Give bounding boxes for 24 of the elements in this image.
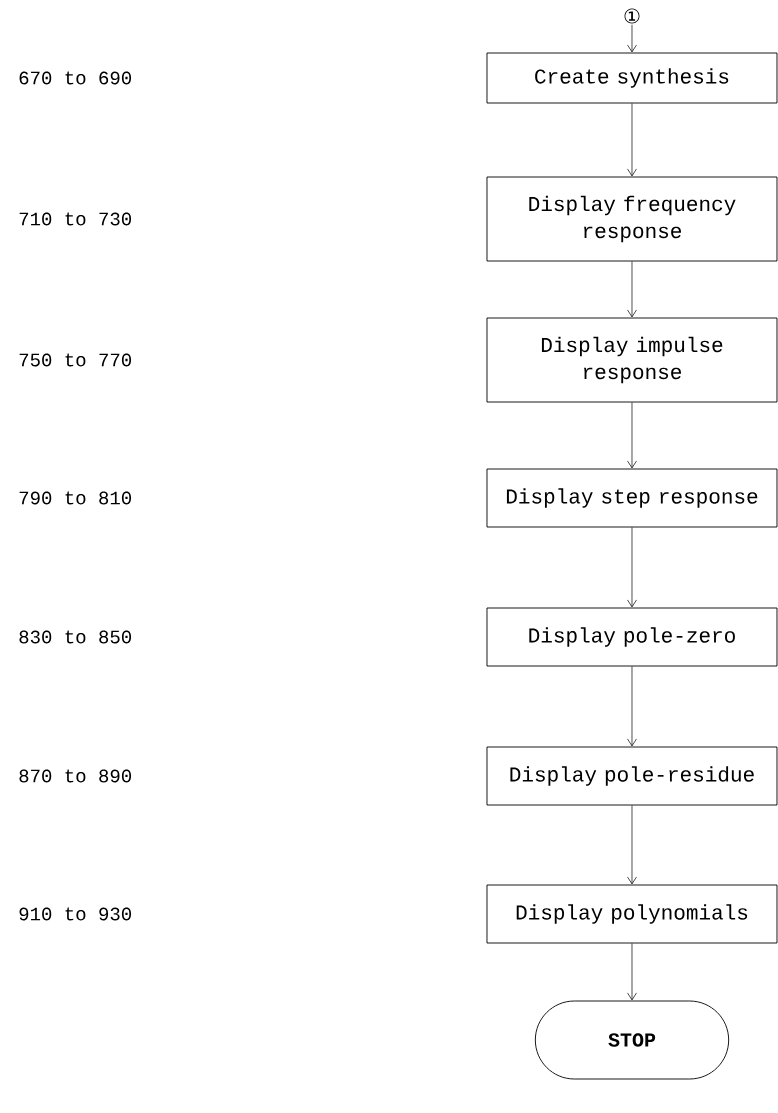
line-number-range: 830 to 850 [19,630,131,644]
process-box: Create synthesis [486,52,778,104]
line-number-range: 750 to 770 [19,353,131,367]
process-box: Display frequency response [486,176,778,262]
connector-symbol: ① [624,8,640,24]
line-number-range: 670 to 690 [19,71,131,85]
arrow [627,261,637,318]
line-number-range: 870 to 890 [19,769,131,783]
arrow [627,666,637,747]
arrow [627,103,637,177]
arrow [627,805,637,885]
process-box: Display impulse response [486,317,778,403]
process-box: Display polynomials [486,884,778,944]
line-number-range: 910 to 930 [19,907,131,921]
process-box: Display step response [486,468,778,528]
arrow [627,527,637,608]
process-box: Display pole-zero [486,607,778,667]
arrow [627,402,637,469]
terminal-box: STOP [534,1000,730,1080]
line-number-range: 710 to 730 [19,212,131,226]
arrow [627,943,637,1001]
process-box: Display pole-residue [486,746,778,806]
line-number-range: 790 to 810 [19,491,131,505]
arrow [627,24,637,53]
